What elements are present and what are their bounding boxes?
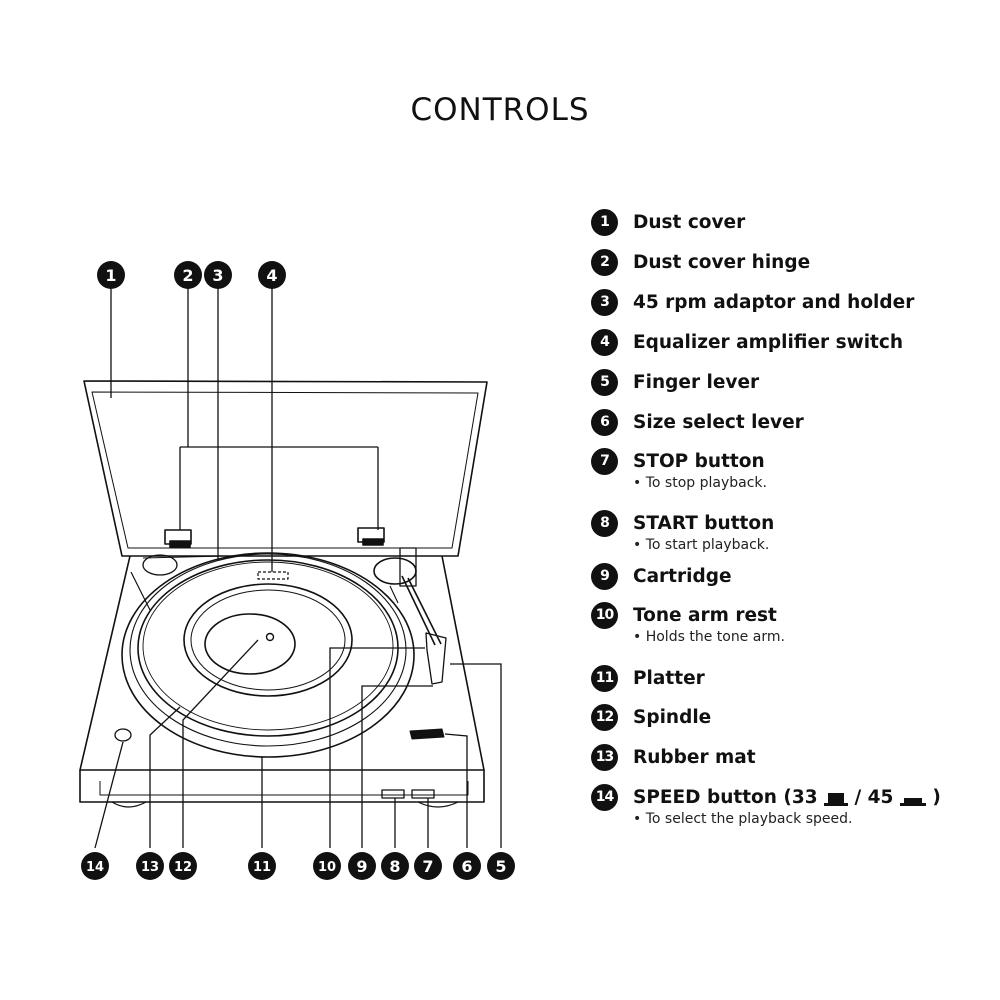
legend-item-start-button: 8 START button • To start playback.	[591, 508, 991, 561]
callout-10: 10	[313, 852, 341, 880]
svg-text:5: 5	[495, 857, 506, 876]
parts-legend: 1 Dust cover 2 Dust cover hinge 3 45 rpm…	[591, 207, 991, 838]
callout-5: 5	[487, 852, 515, 880]
speed-label-start: SPEED button (33	[633, 787, 818, 808]
svg-text:1: 1	[105, 266, 116, 285]
legend-item-spindle: 12 Spindle	[591, 702, 991, 742]
callout-7: 7	[414, 852, 442, 880]
legend-label: Tone arm rest	[633, 605, 777, 626]
legend-badge: 9	[591, 563, 618, 590]
turntable-base-drawing	[79, 555, 485, 808]
tone-arm-drawing	[373, 547, 447, 685]
speed-label-mid: / 45	[854, 787, 894, 808]
legend-label: Size select lever	[633, 412, 804, 433]
callout-3: 3	[204, 261, 232, 289]
legend-note: • Holds the tone arm.	[633, 629, 785, 645]
svg-text:2: 2	[182, 266, 193, 285]
legend-label: START button	[633, 513, 775, 534]
callout-8: 8	[381, 852, 409, 880]
callout-1: 1	[97, 261, 125, 289]
legend-item-speed-button: 14 SPEED button (33 / 45 ) • To select t…	[591, 782, 991, 838]
svg-text:3: 3	[212, 266, 223, 285]
svg-text:9: 9	[356, 857, 367, 876]
legend-label: SPEED button (33 / 45 )	[633, 782, 991, 813]
legend-item-platter: 11 Platter	[591, 663, 991, 702]
legend-label: Platter	[633, 668, 705, 689]
legend-item-dust-cover: 1 Dust cover	[591, 207, 991, 247]
legend-label: Dust cover	[633, 212, 746, 233]
legend-item-equalizer-switch: 4 Equalizer amplifier switch	[591, 327, 991, 367]
leader-lines	[94, 288, 502, 849]
legend-label: Spindle	[633, 707, 712, 728]
svg-text:10: 10	[318, 860, 336, 875]
legend-badge: 3	[591, 289, 618, 316]
speed-33-icon	[824, 793, 849, 806]
legend-item-finger-lever: 5 Finger lever	[591, 367, 991, 407]
legend-label: 45 rpm adaptor and holder	[633, 292, 915, 313]
legend-item-stop-button: 7 STOP button • To stop playback.	[591, 446, 991, 508]
callout-badges: 1 2 3 4 14 13 12 11 10 9 8 7 6 5	[81, 261, 515, 880]
legend-item-rubber-mat: 13 Rubber mat	[591, 742, 991, 782]
legend-item-dust-cover-hinge: 2 Dust cover hinge	[591, 247, 991, 287]
legend-note: • To start playback.	[633, 537, 770, 553]
legend-item-size-select-lever: 6 Size select lever	[591, 407, 991, 446]
legend-note: • To stop playback.	[633, 475, 767, 491]
legend-badge: 8	[591, 510, 618, 537]
callout-4: 4	[258, 261, 286, 289]
svg-text:14: 14	[86, 860, 104, 875]
legend-label: Finger lever	[633, 372, 760, 393]
legend-badge: 11	[591, 665, 618, 692]
callout-11: 11	[248, 852, 276, 880]
legend-badge: 12	[591, 704, 618, 731]
legend-item-tone-arm-rest: 10 Tone arm rest • Holds the tone arm.	[591, 600, 991, 663]
callout-13: 13	[136, 852, 164, 880]
svg-text:11: 11	[253, 860, 271, 875]
callout-6: 6	[453, 852, 481, 880]
svg-text:7: 7	[422, 857, 433, 876]
legend-badge: 7	[591, 448, 618, 475]
legend-label: STOP button	[633, 451, 765, 472]
callout-2: 2	[174, 261, 202, 289]
callout-12: 12	[169, 852, 197, 880]
page-title: CONTROLS	[410, 92, 590, 128]
legend-badge: 14	[591, 784, 618, 811]
dust-cover-drawing	[83, 380, 488, 557]
speed-45-icon	[899, 798, 926, 806]
legend-badge: 13	[591, 744, 618, 771]
speed-label-end: )	[932, 787, 941, 808]
legend-badge: 1	[591, 209, 618, 236]
svg-text:13: 13	[141, 860, 159, 875]
legend-label: Rubber mat	[633, 747, 756, 768]
hinge-drawing	[164, 527, 385, 548]
svg-text:4: 4	[266, 266, 277, 285]
svg-text:6: 6	[461, 857, 472, 876]
legend-badge: 6	[591, 409, 618, 436]
callout-9: 9	[348, 852, 376, 880]
callout-14: 14	[81, 852, 109, 880]
svg-text:12: 12	[174, 860, 192, 875]
legend-label: Dust cover hinge	[633, 252, 811, 273]
legend-badge: 10	[591, 602, 618, 629]
legend-item-45-rpm-adaptor: 3 45 rpm adaptor and holder	[591, 287, 991, 327]
legend-badge: 2	[591, 249, 618, 276]
legend-badge: 5	[591, 369, 618, 396]
legend-item-cartridge: 9 Cartridge	[591, 561, 991, 600]
legend-label: Cartridge	[633, 566, 732, 587]
legend-note: • To select the playback speed.	[633, 811, 853, 827]
platter-drawing	[121, 552, 415, 758]
legend-badge: 4	[591, 329, 618, 356]
legend-label: Equalizer amplifier switch	[633, 332, 904, 353]
svg-text:8: 8	[389, 857, 400, 876]
